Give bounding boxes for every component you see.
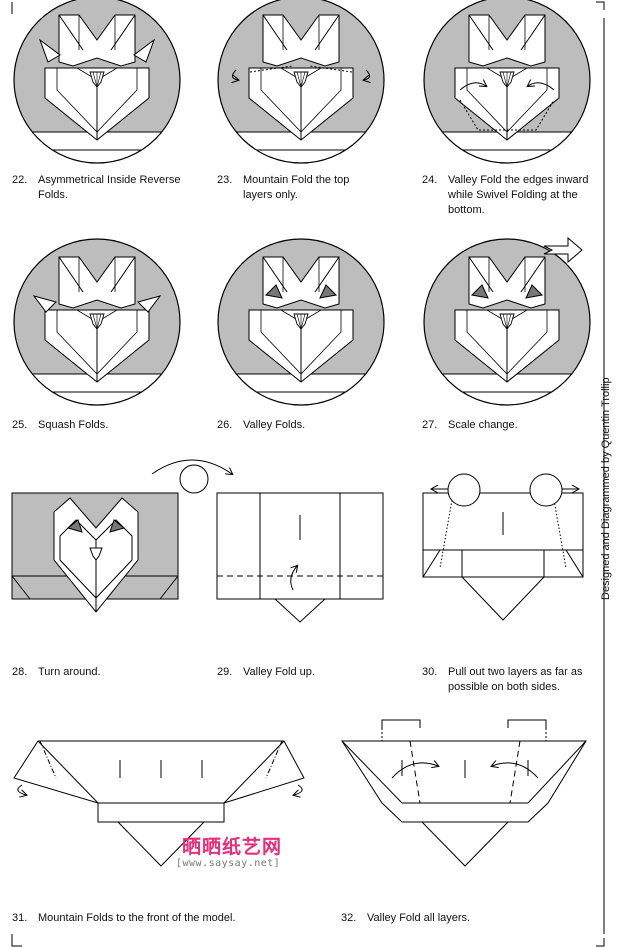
step-number: 28. [12, 666, 28, 678]
step-27-figure [424, 239, 590, 405]
caption-step-28: 28. Turn around. [12, 665, 192, 680]
step-number: 32. [341, 912, 357, 924]
step-24-figure [424, 0, 590, 163]
step-number: 31. [12, 912, 28, 924]
step-26-figure [218, 239, 384, 405]
caption-step-22: 22. Asymmetrical Inside Reverse Folds. [12, 173, 192, 203]
step-number: 29. [217, 666, 233, 678]
caption-step-25: 25. Squash Folds. [12, 418, 192, 433]
step-text: Scale change. [448, 419, 518, 431]
caption-step-31: 31. Mountain Folds to the front of the m… [12, 911, 302, 926]
step-number: 25. [12, 419, 28, 431]
step-25-figure [14, 239, 180, 405]
caption-step-26: 26. Valley Folds. [217, 418, 377, 433]
step-number: 24. [422, 174, 438, 186]
step-text: Valley Fold the edges inward while Swive… [448, 174, 589, 216]
caption-step-24: 24. Valley Fold the edges inward while S… [422, 173, 607, 218]
step-number: 26. [217, 419, 233, 431]
step-text: Valley Folds. [243, 419, 306, 431]
scale-change-arrow [543, 236, 583, 264]
step-29-figure [216, 492, 384, 623]
step-30-figure [422, 473, 584, 621]
step-text: Pull out two layers as far as possible o… [448, 666, 583, 693]
step-text: Valley Fold up. [243, 666, 315, 678]
step-text: Squash Folds. [38, 419, 109, 431]
watermark-url: [www.saysay.net] [176, 858, 281, 869]
step-number: 30. [422, 666, 438, 678]
step-23-figure [218, 0, 384, 163]
watermark-title: 晒晒纸艺网 [182, 836, 283, 858]
step-32-figure [341, 719, 587, 867]
step-31-figure [13, 740, 305, 867]
step-text: Mountain Folds to the front of the model… [38, 912, 236, 924]
caption-step-23: 23. Mountain Fold the top layers only. [217, 173, 377, 203]
step-number: 27. [422, 419, 438, 431]
step-number: 22. [12, 174, 28, 186]
designer-credit: Designed and Diagrammed by Quentin Troll… [600, 377, 612, 600]
step-text: Turn around. [38, 666, 101, 678]
caption-step-29: 29. Valley Fold up. [217, 665, 377, 680]
caption-step-32: 32. Valley Fold all layers. [341, 911, 571, 926]
step-text: Mountain Fold the top layers only. [243, 174, 350, 201]
step-22-figure [14, 0, 180, 163]
step-28-figure [11, 492, 179, 613]
caption-step-30: 30. Pull out two layers as far as possib… [422, 665, 602, 695]
step-text: Asymmetrical Inside Reverse Folds. [38, 174, 181, 201]
caption-step-27: 27. Scale change. [422, 418, 592, 433]
step-number: 23. [217, 174, 233, 186]
step-text: Valley Fold all layers. [367, 912, 471, 924]
